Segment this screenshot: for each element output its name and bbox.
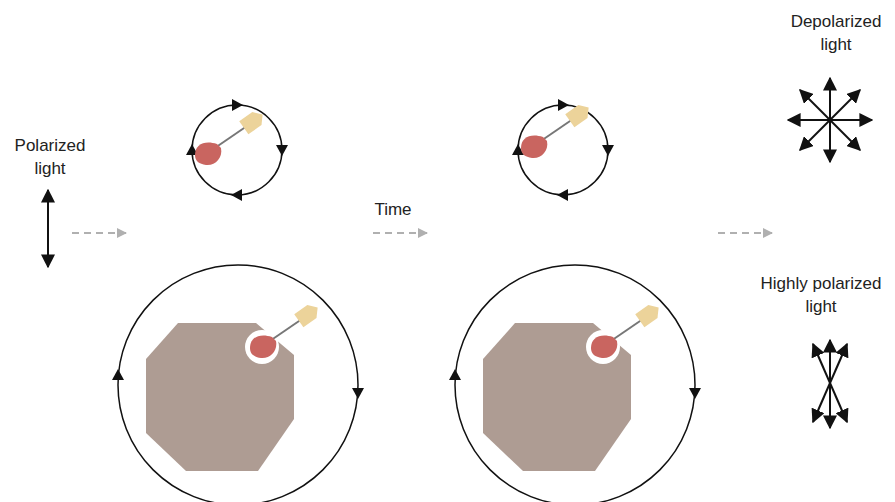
free-fluorophore [512, 99, 614, 201]
bound-fluorophore [449, 265, 701, 502]
depolarized-arrows [788, 78, 872, 162]
polarization-arrow [47, 190, 49, 267]
flow-arrow [72, 232, 126, 234]
text-label: Highly polarized light [751, 272, 891, 318]
free-fluorophore [186, 99, 288, 201]
bound-fluorophore [112, 265, 364, 502]
text-label: Time [353, 198, 433, 221]
text-label: Depolarized light [781, 10, 891, 56]
text-label: Polarized light [4, 134, 96, 180]
flow-arrow [373, 232, 427, 234]
flow-arrow [718, 232, 772, 234]
polarized-arrows [813, 340, 847, 428]
